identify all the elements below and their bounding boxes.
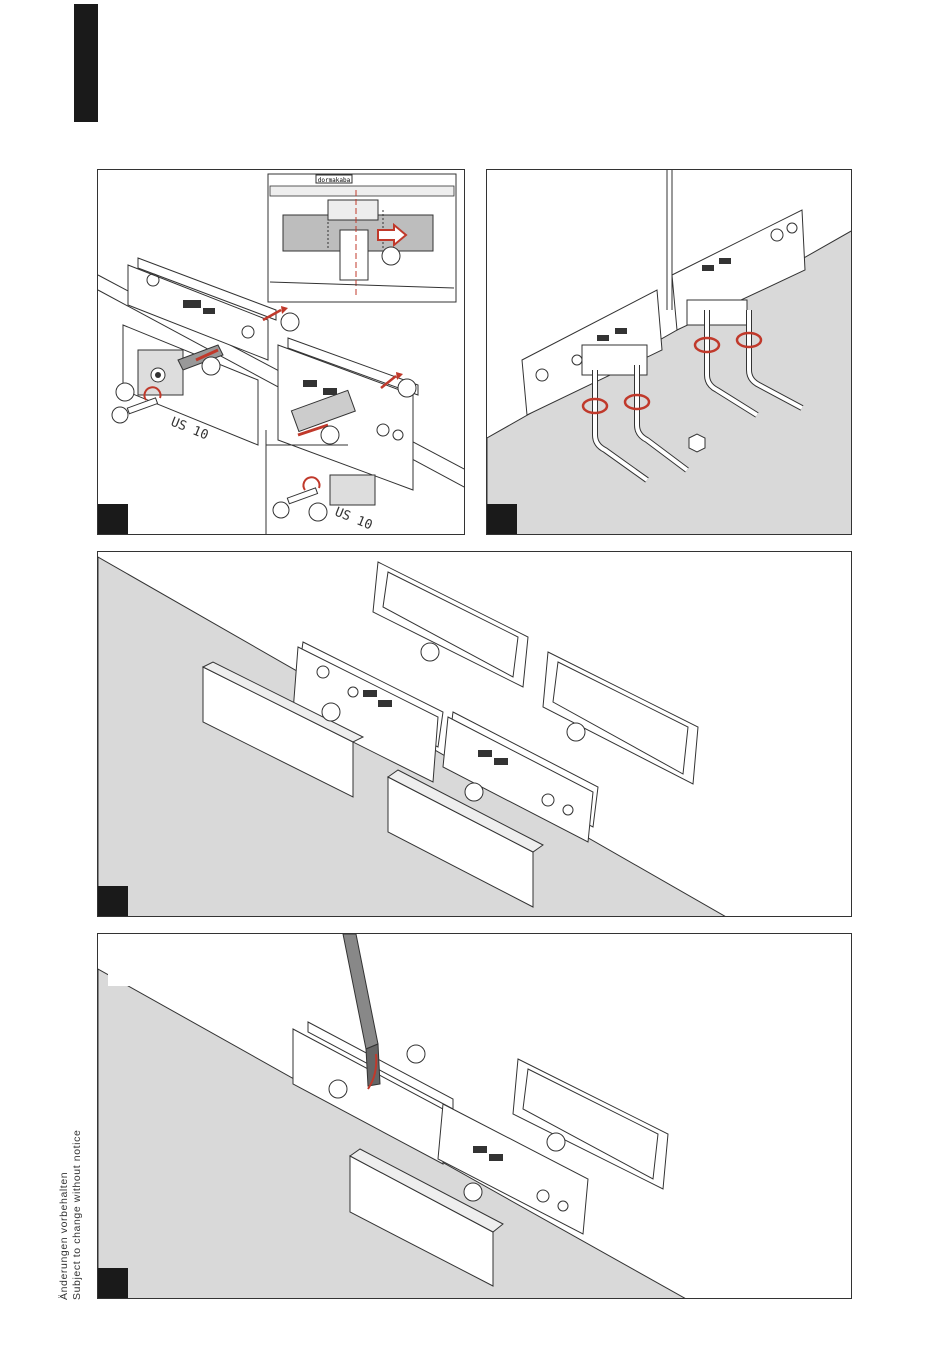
hex-nut-icon: [689, 434, 705, 452]
step-number-box: [98, 1268, 128, 1298]
step-3-illustration: [98, 552, 852, 917]
step-number-box: [98, 886, 128, 916]
side-note-line-2: Subject to change without notice: [71, 1130, 84, 1300]
step-4-illustration: [98, 934, 852, 1299]
side-note: Änderungen vorbehalten Subject to change…: [58, 1130, 84, 1300]
side-note-line-1: Änderungen vorbehalten: [58, 1130, 71, 1300]
step-number-box: [98, 504, 128, 534]
section-tab: [74, 4, 98, 122]
cover-frame-right: [543, 652, 698, 784]
step-2-illustration: [487, 170, 852, 535]
step-panel-4: [97, 933, 852, 1299]
step-panel-1: dormakaba: [97, 169, 465, 535]
cover-frame-top: [373, 562, 528, 687]
label-us10-b: US 10: [333, 505, 375, 534]
fitting-right: [278, 338, 418, 505]
step-panel-3: [97, 551, 852, 917]
step-number-box: [487, 504, 517, 534]
step-panel-2: [486, 169, 852, 535]
step-1-illustration: dormakaba: [98, 170, 465, 535]
detail-inset: dormakaba: [268, 174, 456, 302]
brand-tag: dormakaba: [318, 177, 351, 184]
